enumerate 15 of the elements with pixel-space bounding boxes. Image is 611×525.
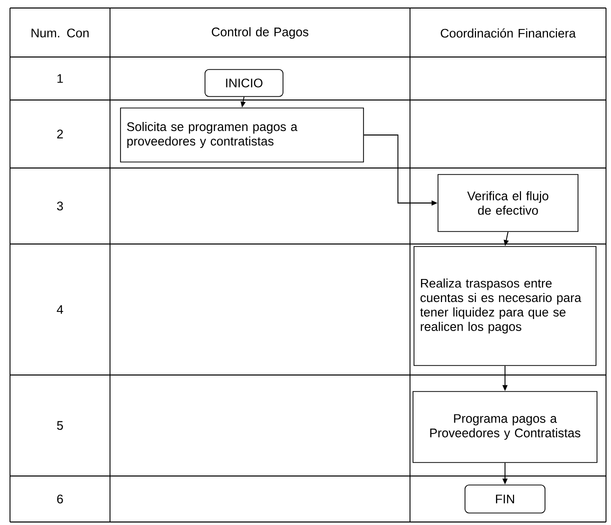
process-box: Verifica el flujo de efectivo [438, 174, 578, 232]
process-box: Solicita se programen pagos a proveedores y contratistas [120, 108, 364, 162]
column-header: Num. Con [32, 28, 89, 38]
terminal-box: INICIO [204, 69, 284, 97]
row-number: 4 [56, 305, 64, 314]
row-number: 2 [57, 130, 63, 138]
terminal-box: FIN [464, 484, 546, 514]
row-number: 5 [57, 421, 63, 430]
column-header: Control de Pagos [212, 27, 308, 39]
process-box: Realiza traspasos entre cuentas si es necesario para tener liquidez para que se realicen los pagos [414, 246, 596, 366]
row-number: 3 [57, 202, 63, 210]
row-number: 1 [58, 74, 63, 83]
process-box: Programa pagos a Proveedores y Contratistas [412, 391, 598, 463]
column-header: Coordinación Financiera [440, 28, 576, 38]
row-number: 6 [57, 494, 63, 504]
